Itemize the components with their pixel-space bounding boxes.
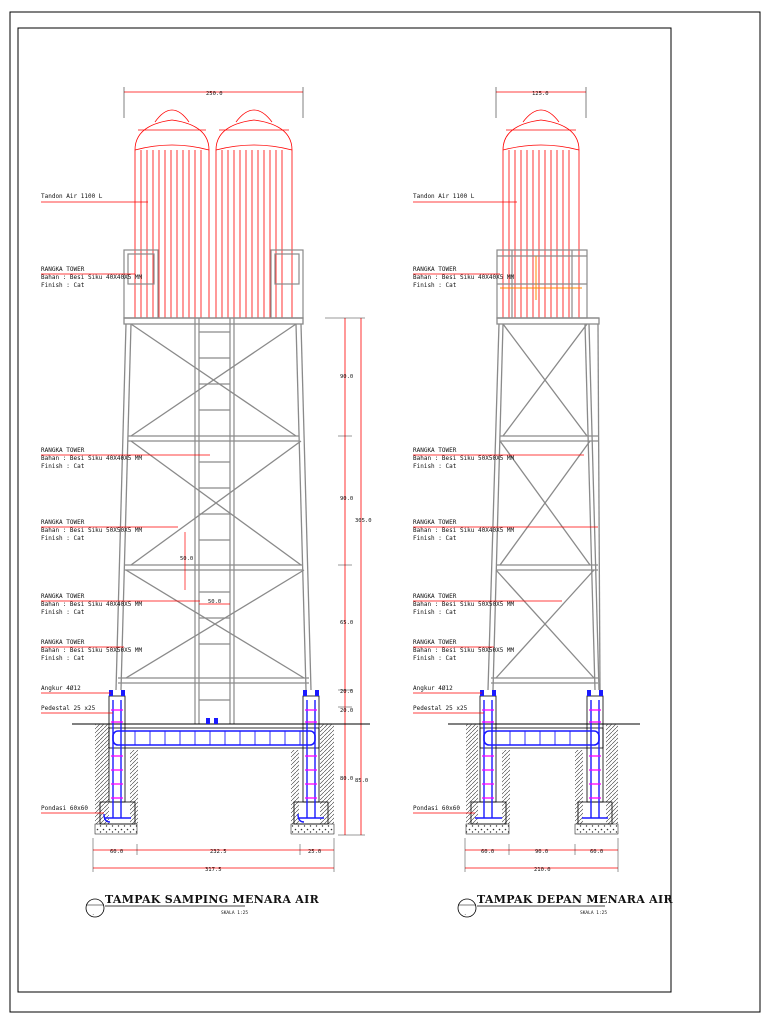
side-dim-top: 250.0 [206, 91, 223, 97]
side-tower-frame [115, 317, 312, 691]
front-dim-b1: 60.0 [481, 849, 494, 855]
front-label-frame1-b: Bahan : Besi Siku 40X40X5 MM [413, 274, 515, 281]
side-bottom-dimensions: 60.0 232.5 25.0 317.5 [92, 838, 335, 873]
front-title-block: - TAMPAK DEPAN MENARA AIR SKALA 1:25 [457, 893, 673, 918]
side-dim-v3: 65.0 [340, 620, 353, 626]
front-bottom-dimensions: 60.0 90.0 60.0 210.0 [464, 838, 619, 873]
side-label-pedestal: Pedestal 25 x25 [41, 705, 96, 712]
side-dim-vbottom: 85.0 [355, 778, 368, 784]
front-top-dimension: 125.0 [495, 87, 587, 118]
front-label-frame5-c: Finish : Cat [413, 655, 457, 662]
front-annotations: Tandon Air 1100 L RANGKA TOWER Bahan : B… [413, 193, 598, 814]
side-dim-rung: 50.0 [208, 599, 221, 605]
front-dim-b2: 90.0 [535, 849, 548, 855]
side-label-frame4-a: RANGKA TOWER [41, 593, 85, 600]
front-dim-top: 125.0 [532, 91, 549, 97]
front-water-tank [502, 109, 580, 319]
side-dim-b3: 25.0 [308, 849, 321, 855]
side-dim-v1: 90.0 [340, 374, 353, 380]
side-label-frame2-c: Finish : Cat [41, 463, 85, 470]
front-label-pedestal: Pedestal 25 x25 [413, 705, 468, 712]
front-label-anchor: Angkur 4Ø12 [413, 685, 453, 692]
side-label-frame2-a: RANGKA TOWER [41, 447, 85, 454]
svg-text:-: - [464, 913, 467, 918]
side-label-frame5-b: Bahan : Besi Siku 50X50X5 MM [41, 647, 143, 654]
front-label-frame2-b: Bahan : Besi Siku 50X50X5 MM [413, 455, 515, 462]
front-label-frame4-a: RANGKA TOWER [413, 593, 457, 600]
side-top-dimension: 250.0 [123, 87, 304, 118]
side-label-frame2-b: Bahan : Besi Siku 40X40X5 MM [41, 455, 143, 462]
side-ladder [194, 318, 235, 724]
front-label-tank: Tandon Air 1100 L [413, 193, 475, 200]
inner-border [17, 27, 672, 993]
side-scale: SKALA 1:25 [221, 910, 248, 916]
front-label-frame4-b: Bahan : Besi Siku 50X50X5 MM [413, 601, 515, 608]
side-dim-v6: 80.0 [340, 776, 353, 782]
side-dim-btotal: 317.5 [205, 867, 222, 873]
side-dim-v2: 90.0 [340, 496, 353, 502]
front-label-frame3-c: Finish : Cat [413, 535, 457, 542]
side-dim-v5: 20.0 [340, 708, 353, 714]
front-label-frame3-b: Bahan : Besi Siku 40X40X5 MM [413, 527, 515, 534]
side-title-block: - TAMPAK SAMPING MENARA AIR SKALA 1:25 [85, 893, 320, 918]
front-dim-btotal: 210.0 [534, 867, 551, 873]
front-label-frame1-a: RANGKA TOWER [413, 266, 457, 273]
svg-text:-: - [92, 913, 95, 918]
front-label-frame4-c: Finish : Cat [413, 609, 457, 616]
front-label-frame5-a: RANGKA TOWER [413, 639, 457, 646]
side-view: 250.0 [41, 87, 372, 918]
front-label-frame5-b: Bahan : Besi Siku 50X50X5 MM [413, 647, 515, 654]
side-label-frame3-b: Bahan : Besi Siku 50X50X5 MM [41, 527, 143, 534]
side-label-frame4-b: Bahan : Besi Siku 40X40X5 MM [41, 601, 143, 608]
front-foundation [465, 690, 619, 835]
side-dim-ladder: 50.0 [180, 556, 193, 562]
front-label-footing: Pondasi 60x60 [413, 805, 460, 812]
side-label-anchor: Angkur 4Ø12 [41, 685, 81, 692]
side-label-frame3-a: RANGKA TOWER [41, 519, 85, 526]
front-scale: SKALA 1:25 [580, 910, 607, 916]
side-label-frame3-c: Finish : Cat [41, 535, 85, 542]
side-title: TAMPAK SAMPING MENARA AIR [105, 893, 320, 906]
side-dim-b2: 232.5 [210, 849, 227, 855]
side-foundation [94, 690, 335, 835]
front-label-frame2-c: Finish : Cat [413, 463, 457, 470]
side-label-frame1-b: Bahan : Besi Siku 40X40X5 MM [41, 274, 143, 281]
side-dim-vtotal: 305.0 [355, 518, 372, 524]
side-label-frame5-a: RANGKA TOWER [41, 639, 85, 646]
front-railing [496, 249, 599, 319]
side-dim-b1: 60.0 [110, 849, 123, 855]
front-pipe [500, 256, 582, 300]
side-label-frame1-a: RANGKA TOWER [41, 266, 85, 273]
front-title: TAMPAK DEPAN MENARA AIR [477, 893, 673, 906]
front-dim-b3: 60.0 [590, 849, 603, 855]
front-label-frame3-a: RANGKA TOWER [413, 519, 457, 526]
outer-border [9, 11, 761, 1013]
side-label-tank: Tandon Air 1100 L [41, 193, 103, 200]
front-view: 125.0 [413, 87, 673, 918]
front-tower-frame [487, 317, 601, 691]
front-label-frame2-a: RANGKA TOWER [413, 447, 457, 454]
side-vertical-dimensions: 90.0 90.0 65.0 20.0 20.0 80.0 305.0 85.0 [325, 317, 372, 836]
side-water-tank-right [215, 109, 293, 319]
side-label-frame1-c: Finish : Cat [41, 282, 85, 289]
side-label-frame4-c: Finish : Cat [41, 609, 85, 616]
side-label-footing: Pondasi 60x60 [41, 805, 88, 812]
side-label-frame5-c: Finish : Cat [41, 655, 85, 662]
side-ladder-dimensions: 50.0 50.0 [180, 532, 230, 605]
side-dim-v4: 20.0 [340, 689, 353, 695]
side-annotations: Tandon Air 1100 L RANGKA TOWER Bahan : B… [41, 193, 210, 814]
front-label-frame1-c: Finish : Cat [413, 282, 457, 289]
side-water-tank-left [134, 109, 210, 319]
